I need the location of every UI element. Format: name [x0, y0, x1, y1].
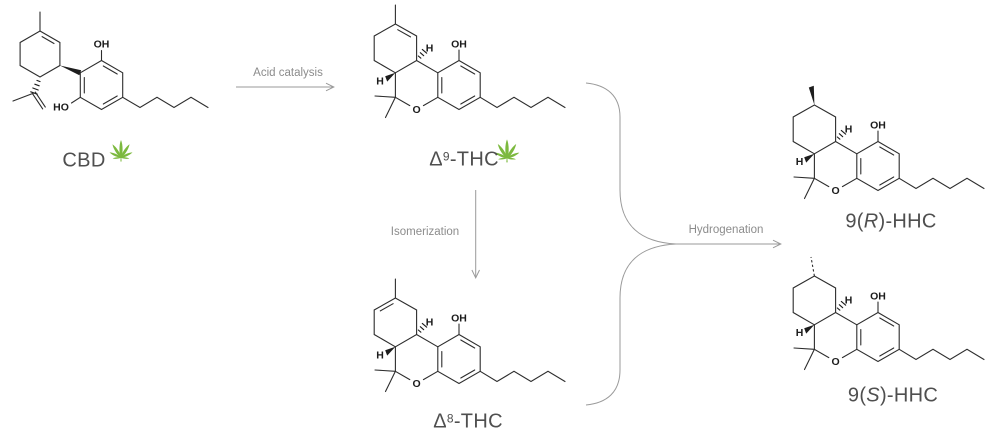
cbd-structure: OH HO: [12, 11, 209, 114]
thc-suffix: -THC: [449, 148, 499, 171]
hydroxyl-label: OH: [451, 39, 467, 51]
ring-oxygen-label: O: [832, 356, 840, 368]
hydroxyl-label: HO: [53, 102, 69, 114]
stereo-hydrogen-label: H: [426, 43, 434, 55]
acid-catalysis-arrow: [236, 82, 335, 92]
cbd-label-text: CBD: [62, 149, 106, 172]
9r-hhc-structure: O H H OH: [792, 85, 985, 200]
stereo-r: R: [863, 210, 879, 233]
isomerization-arrow: [471, 190, 480, 279]
stereo-hydrogen-label: H: [796, 156, 804, 168]
stereo-hydrogen-label: H: [376, 76, 384, 88]
cannabis-leaf-icon: [109, 140, 133, 162]
delta8-superscript: 8: [446, 411, 454, 426]
delta9-thc-structure: O H H OH: [373, 4, 566, 119]
hydroxyl-label: OH: [870, 291, 886, 303]
hhc-prefix: 9(: [845, 210, 864, 233]
ring-oxygen-label: O: [832, 185, 840, 197]
acid-catalysis-label: Acid catalysis: [253, 67, 323, 79]
stereo-hydrogen-label: H: [845, 295, 853, 307]
stereo-hydrogen-label: H: [796, 327, 804, 339]
delta-symbol: Δ: [429, 148, 443, 171]
hydroxyl-label: OH: [451, 313, 467, 325]
9s-hhc-structure: O H H OH: [792, 256, 985, 371]
hydrogenation-arrow: [676, 239, 782, 249]
delta-symbol: Δ: [433, 410, 447, 433]
hhc-suffix: )-HHC: [879, 384, 939, 407]
thc-suffix: -THC: [453, 410, 503, 433]
9r-hhc-label: 9(R)-HHC: [845, 211, 936, 234]
delta8-thc-structure: O H H OH: [373, 278, 566, 393]
cannabis-leaf-icon: [494, 139, 520, 163]
delta9-superscript: 9: [442, 149, 450, 164]
stereo-hydrogen-label: H: [376, 350, 384, 362]
stereo-hydrogen-label: H: [845, 124, 853, 136]
ring-oxygen-label: O: [413, 104, 421, 116]
delta9-thc-label: Δ9-THC: [429, 149, 499, 172]
combining-brace: [585, 82, 677, 406]
ring-oxygen-label: O: [413, 378, 421, 390]
stereo-hydrogen-label: H: [426, 317, 434, 329]
isomerization-label: Isomerization: [390, 226, 460, 238]
cbd-label: CBD: [62, 150, 105, 173]
hhc-suffix: )-HHC: [878, 210, 937, 233]
hydroxyl-label: OH: [870, 120, 886, 132]
stereo-s: S: [866, 384, 880, 407]
9s-hhc-label: 9(S)-HHC: [848, 385, 938, 408]
hydroxyl-label: OH: [94, 39, 110, 51]
delta8-thc-label: Δ8-THC: [433, 411, 503, 434]
hydrogenation-label: Hydrogenation: [688, 224, 764, 236]
hhc-prefix: 9(: [847, 384, 867, 407]
